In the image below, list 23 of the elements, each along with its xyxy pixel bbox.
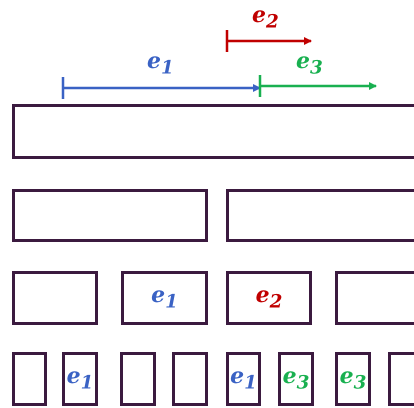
vector-symbol: e$_{3}$: [340, 365, 366, 393]
vector-symbol: e$_{3}$: [282, 365, 310, 393]
vector-label: e$_{3}$: [296, 50, 323, 78]
vector-symbol: e$_{1}$: [230, 365, 257, 393]
partition-box: [12, 104, 414, 159]
vector-label: e$_{2}$: [252, 4, 279, 32]
vector-symbol: e$_{1}$: [151, 284, 178, 312]
partition-box: [226, 352, 261, 406]
partition-box: [335, 352, 371, 406]
vector-label: e$_{1}$: [147, 50, 174, 78]
partition-box: [335, 271, 414, 325]
partition-box: [121, 271, 208, 325]
partition-box: [172, 352, 208, 406]
partition-box: [226, 271, 312, 325]
partition-box: [12, 271, 98, 325]
partition-box: [278, 352, 314, 406]
partition-box: [120, 352, 156, 406]
partition-box: [12, 352, 47, 406]
partition-box: [226, 189, 414, 242]
partition-box: [62, 352, 98, 406]
vector-symbol: e$_{2}$: [256, 284, 282, 312]
partition-box: [12, 189, 208, 242]
vector-symbol: e$_{1}$: [66, 365, 94, 393]
